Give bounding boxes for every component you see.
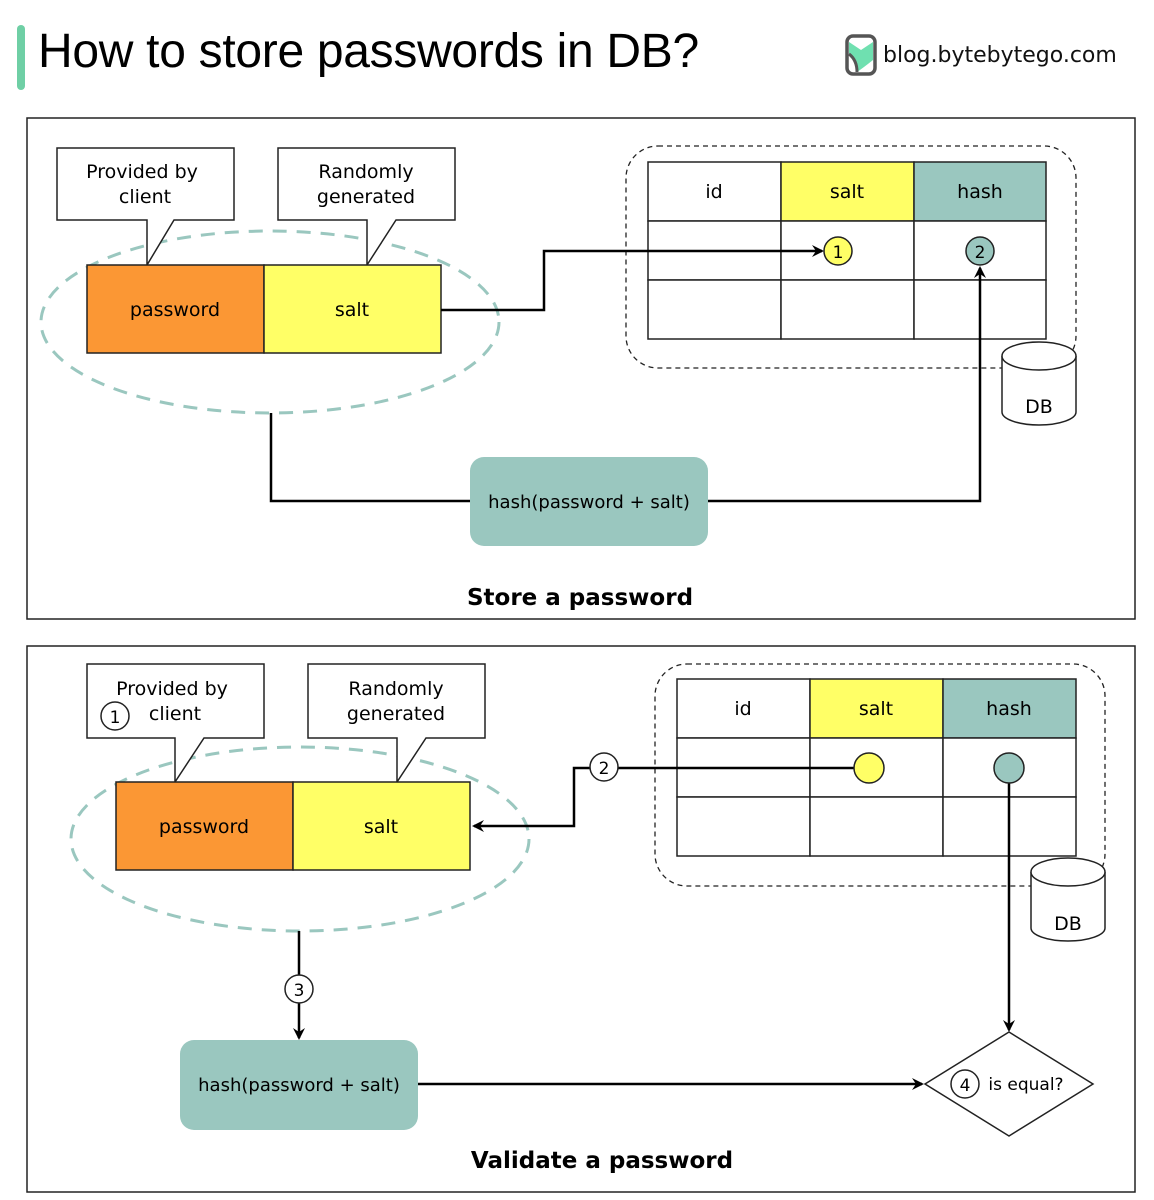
brand-url: blog.bytebytego.com — [883, 42, 1117, 68]
title-accent-bar — [17, 25, 25, 90]
callout-text-line2: generated — [347, 703, 445, 725]
page-title: How to store passwords in DB? — [38, 25, 699, 78]
step-number: 2 — [599, 759, 610, 779]
db-label: DB — [1054, 913, 1082, 935]
table-header-hash — [913, 161, 1047, 222]
callout-text-line2: generated — [317, 186, 415, 208]
table-header-text: id — [705, 181, 722, 203]
step-number: 1 — [110, 708, 121, 728]
input-group-ellipse — [69, 745, 531, 933]
db-cylinder-icon: DB — [1030, 857, 1106, 942]
salt-value-marker — [853, 752, 885, 784]
callout-text-line2: client — [119, 186, 171, 208]
table-cell — [647, 279, 782, 340]
salt-label: salt — [335, 299, 369, 321]
password-label: password — [130, 299, 220, 321]
table-header-id — [647, 161, 782, 222]
step-2-marker — [589, 752, 619, 782]
connector-input-to-hash — [269, 413, 470, 503]
table-header-text: id — [734, 698, 751, 720]
step-number: 1 — [833, 243, 844, 263]
hash-function-label: hash(password + salt) — [488, 492, 690, 513]
store-panel-border — [26, 117, 1136, 620]
table-header-text: salt — [830, 181, 864, 203]
table-header-text: hash — [986, 698, 1032, 720]
callout-randomly-generated: Randomly generated — [277, 147, 456, 268]
salt-label: salt — [364, 816, 398, 838]
callout-text-line1: Randomly — [348, 678, 443, 700]
step-2-marker — [965, 236, 995, 266]
db-label: DB — [1025, 396, 1053, 418]
salt-block — [292, 781, 471, 871]
table-cell — [809, 796, 944, 857]
callout-provided-by-client: Provided by client 1 — [86, 663, 265, 785]
table-cell — [780, 279, 915, 340]
connector-salt-to-table — [441, 245, 824, 312]
step-1-marker — [823, 236, 853, 266]
table-cell — [676, 796, 811, 857]
table-header-id — [676, 678, 811, 739]
db-container — [625, 145, 1077, 369]
compare-label: is equal? — [988, 1075, 1063, 1095]
password-label: password — [159, 816, 249, 838]
table-header-salt — [809, 678, 944, 739]
db-cylinder-icon: DB — [1001, 341, 1077, 426]
connector-hash-to-table — [707, 266, 986, 503]
password-block — [86, 264, 265, 354]
hash-function-box — [180, 1040, 418, 1130]
callout-text-line2: client — [149, 703, 201, 725]
compare-decision-diamond: 4 is equal? — [923, 1031, 1095, 1137]
table-header-text: hash — [957, 181, 1003, 203]
step-number: 4 — [960, 1076, 971, 1096]
callout-randomly-generated: Randomly generated — [307, 663, 486, 785]
db-container — [654, 663, 1106, 887]
store-panel: Provided by client Randomly generated pa… — [26, 117, 1136, 620]
callout-text-line1: Provided by — [86, 161, 198, 183]
store-caption: Store a password — [467, 585, 693, 611]
validate-panel: Provided by client 1 Randomly generated … — [26, 645, 1136, 1193]
callout-text-line1: Randomly — [318, 161, 413, 183]
validate-db-table: id salt hash — [676, 678, 1077, 857]
step-number: 2 — [975, 243, 986, 263]
hash-function-label: hash(password + salt) — [198, 1075, 400, 1096]
validate-caption: Validate a password — [471, 1148, 733, 1174]
bytebytego-logo-icon — [845, 34, 877, 76]
step-number: 3 — [294, 981, 305, 1001]
step-3-marker — [284, 974, 314, 1004]
input-group-ellipse — [39, 229, 501, 415]
hash-value-marker — [993, 752, 1025, 784]
callout-provided-by-client: Provided by client — [56, 147, 235, 268]
step-1-marker — [100, 701, 130, 731]
hash-function-box — [470, 457, 708, 546]
brand[interactable]: blog.bytebytego.com — [845, 34, 1117, 76]
table-header-text: salt — [859, 698, 893, 720]
table-header-hash — [942, 678, 1077, 739]
connector-salt-to-input — [472, 766, 855, 832]
validate-panel-border — [26, 645, 1136, 1193]
step-4-marker — [950, 1069, 980, 1099]
salt-block — [263, 264, 442, 354]
callout-text-line1: Provided by — [116, 678, 228, 700]
store-db-table: id salt hash — [647, 161, 1047, 340]
